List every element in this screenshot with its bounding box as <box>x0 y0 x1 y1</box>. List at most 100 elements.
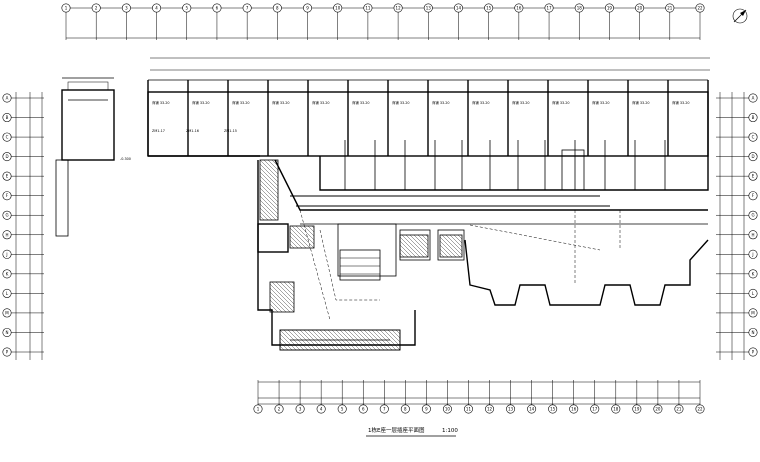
drawing-title-text: 1栋E座一层插座平面图 <box>368 426 425 434</box>
svg-text:6: 6 <box>216 6 219 11</box>
svg-text:17: 17 <box>592 407 598 412</box>
axis-bubble-right: G <box>748 210 758 220</box>
svg-text:10: 10 <box>335 6 341 11</box>
axis-bubble-bottom: 17 <box>590 404 600 414</box>
right-dimension-lines <box>719 92 745 360</box>
axis-bubble-top: 16 <box>514 3 524 13</box>
axis-bubble-bottom: 1 <box>253 404 263 414</box>
axis-bubble-left: D <box>2 152 12 162</box>
bottom-dimension-lines <box>258 381 700 405</box>
svg-text:K: K <box>752 271 755 276</box>
axis-bubble-bottom: 5 <box>337 404 347 414</box>
shop-room-label: 商铺 33.20 <box>392 100 410 105</box>
axis-bubble-top: 13 <box>423 3 433 13</box>
axis-bubble-right: K <box>748 269 758 279</box>
svg-text:9: 9 <box>425 407 428 412</box>
shop-room-label: 商铺 33.20 <box>192 100 210 105</box>
axis-bubble-top: 5 <box>182 3 192 13</box>
shop-room-label: 商铺 33.20 <box>592 100 610 105</box>
axis-bubble-bottom: 13 <box>506 404 516 414</box>
svg-text:B: B <box>752 115 755 120</box>
svg-text:16: 16 <box>571 407 577 412</box>
svg-text:13: 13 <box>508 407 514 412</box>
axis-bubble-bottom: 2 <box>274 404 284 414</box>
axis-bubble-top: 20 <box>635 3 645 13</box>
axis-bubble-left: M <box>2 308 12 318</box>
shop-dividers <box>147 80 709 156</box>
svg-text:J: J <box>751 252 753 257</box>
svg-text:17: 17 <box>547 6 553 11</box>
svg-text:12: 12 <box>396 6 402 11</box>
svg-text:D: D <box>5 154 8 159</box>
axis-bubble-bottom: 11 <box>463 404 473 414</box>
axis-bubble-bottom: 22 <box>695 404 705 414</box>
axis-bubble-right: C <box>748 132 758 142</box>
svg-text:H: H <box>751 232 754 237</box>
svg-text:20: 20 <box>655 407 661 412</box>
svg-text:22: 22 <box>697 6 703 11</box>
axis-bubble-top: 17 <box>544 3 554 13</box>
svg-text:22: 22 <box>697 407 703 412</box>
svg-text:E: E <box>752 174 755 179</box>
svg-text:8: 8 <box>276 6 279 11</box>
shop-room-label: 商铺 33.20 <box>632 100 650 105</box>
axis-bubble-top: 21 <box>665 3 675 13</box>
shop-room-label: 商铺 33.20 <box>152 100 170 105</box>
svg-text:3: 3 <box>125 6 128 11</box>
svg-text:2: 2 <box>278 407 281 412</box>
axis-bubble-bottom: 19 <box>632 404 642 414</box>
axis-bubble-left: E <box>2 171 12 181</box>
axis-bubble-left: J <box>2 249 12 259</box>
shop-room-label: 商铺 33.20 <box>512 100 530 105</box>
axis-bubble-left: L <box>2 288 12 298</box>
axis-bubble-top: 11 <box>363 3 373 13</box>
axis-bubble-right: F <box>748 191 758 201</box>
svg-text:21: 21 <box>676 407 682 412</box>
svg-text:2: 2 <box>95 6 98 11</box>
svg-text:11: 11 <box>466 407 472 412</box>
shop-room-label: 商铺 33.20 <box>672 100 690 105</box>
axis-bubble-right: A <box>748 93 758 103</box>
axis-bubble-bottom: 15 <box>548 404 558 414</box>
axis-bubble-left: K <box>2 269 12 279</box>
svg-text:18: 18 <box>613 407 619 412</box>
svg-text:G: G <box>5 213 8 218</box>
axis-bubble-bottom: 20 <box>653 404 663 414</box>
svg-text:K: K <box>6 271 9 276</box>
axis-bubble-right: B <box>748 113 758 123</box>
south-facade <box>257 239 709 351</box>
axis-bubble-bottom: 4 <box>316 404 326 414</box>
axis-bubble-left: G <box>2 210 12 220</box>
axis-bubble-top: 10 <box>333 3 343 13</box>
elevation-label: -0.300 <box>120 157 131 161</box>
shop-room-label: 商铺 33.20 <box>432 100 450 105</box>
svg-text:G: G <box>751 213 754 218</box>
svg-text:E: E <box>6 174 9 179</box>
axis-bubble-top: 2 <box>91 3 101 13</box>
svg-text:D: D <box>751 154 754 159</box>
axis-bubble-top: 8 <box>272 3 282 13</box>
axis-bubble-left: B <box>2 113 12 123</box>
axis-bubble-top: 19 <box>604 3 614 13</box>
svg-text:15: 15 <box>550 407 556 412</box>
axis-bubble-bottom: 8 <box>400 404 410 414</box>
svg-text:F: F <box>6 193 9 198</box>
axis-bubble-top: 12 <box>393 3 403 13</box>
svg-text:7: 7 <box>383 407 386 412</box>
axis-bubble-right: M <box>748 308 758 318</box>
svg-text:L: L <box>752 291 755 296</box>
svg-text:F: F <box>752 193 755 198</box>
axis-bubble-bottom: 18 <box>611 404 621 414</box>
svg-text:5: 5 <box>341 407 344 412</box>
svg-text:P: P <box>6 350 9 355</box>
svg-text:A: A <box>6 96 9 101</box>
svg-text:6: 6 <box>362 407 365 412</box>
axis-bubble-right: N <box>748 327 758 337</box>
svg-text:16: 16 <box>516 6 522 11</box>
axis-bubble-left: A <box>2 93 12 103</box>
svg-text:C: C <box>752 135 755 140</box>
shop-room-label: 商铺 33.20 <box>272 100 290 105</box>
axis-bubble-left: C <box>2 132 12 142</box>
axis-bubble-right: J <box>748 249 758 259</box>
